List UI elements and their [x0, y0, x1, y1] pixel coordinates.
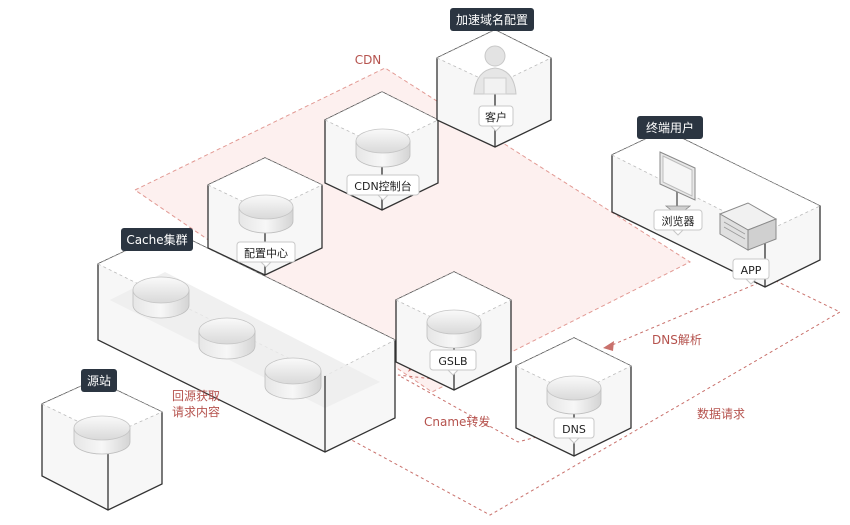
dns-label: DNS [553, 417, 595, 444]
cdn-console-disk [355, 128, 411, 168]
origin-badge: 源站 [81, 369, 117, 392]
svg-text:浏览器: 浏览器 [662, 214, 695, 228]
app-label: APP [732, 258, 770, 285]
gslb-label: GSLB [429, 349, 477, 376]
cdn-zone [134, 67, 692, 393]
svg-text:Cache集群: Cache集群 [126, 232, 187, 247]
svg-text:客户: 客户 [485, 110, 507, 124]
arrow-to-dns-resolve [603, 341, 614, 351]
svg-text:CDN控制台: CDN控制台 [354, 179, 411, 193]
data-request-label: 数据请求 [697, 406, 745, 421]
svg-text:APP: APP [741, 264, 762, 277]
monitor-icon [659, 151, 696, 211]
customer-person-icon [473, 45, 517, 95]
svg-text:加速域名配置: 加速域名配置 [456, 12, 528, 27]
svg-text:源站: 源站 [87, 374, 111, 388]
back-to-origin-label-line1: 回源获取 [172, 389, 220, 403]
cdn-zone-label: CDN [355, 53, 382, 67]
customer-label: 客户 [478, 105, 514, 132]
origin-disk [73, 415, 131, 455]
cache-disk-1 [132, 276, 190, 319]
svg-text:DNS: DNS [562, 423, 586, 436]
cname-forward-label: Cname转发 [424, 414, 490, 429]
config-center-disk [238, 194, 294, 234]
gslb-disk [426, 309, 482, 349]
cache-cluster-badge: Cache集群 [121, 228, 193, 251]
dns-resolve-label: DNS解析 [652, 333, 702, 347]
cache-disk-3 [264, 357, 322, 400]
cdn-console-label: CDN控制台 [346, 174, 420, 201]
dns-disk [546, 375, 602, 415]
svg-text:配置中心: 配置中心 [244, 247, 288, 260]
cache-disk-2 [198, 317, 256, 360]
server-disks [73, 128, 602, 455]
end-user-badge: 终端用户 [637, 116, 703, 139]
domain-config-badge: 加速域名配置 [450, 8, 534, 31]
back-to-origin-label-line2: 请求内容 [172, 404, 220, 419]
device-icon [718, 202, 778, 251]
config-center-label: 配置中心 [236, 241, 296, 268]
browser-label: 浏览器 [653, 209, 703, 236]
data-request-line [299, 277, 842, 516]
svg-text:GSLB: GSLB [438, 355, 467, 368]
svg-text:终端用户: 终端用户 [646, 120, 694, 135]
